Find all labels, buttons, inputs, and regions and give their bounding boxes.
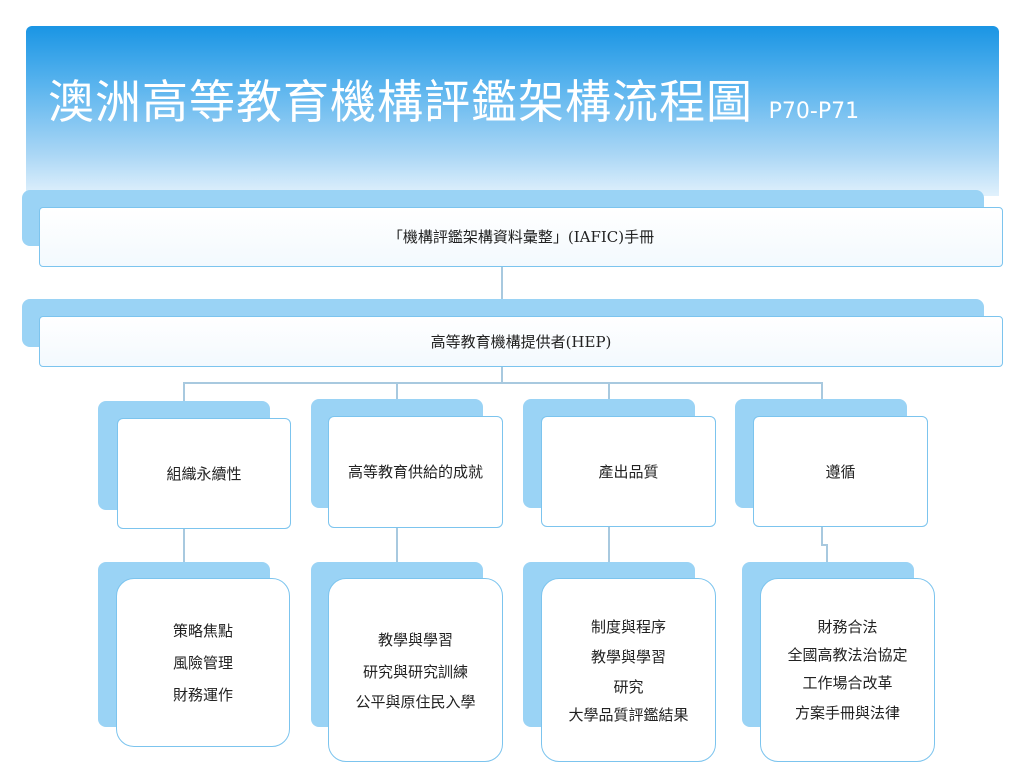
col4-heading-box: 遵循 — [753, 416, 928, 527]
connector-col4 — [821, 382, 823, 400]
col1-heading: 組織永續性 — [166, 464, 242, 483]
col2-item: 教學與學習 — [377, 631, 453, 649]
col4-item: 工作場合改革 — [802, 674, 893, 692]
col2-heading-box: 高等教育供給的成就 — [328, 416, 503, 528]
iafic-manual-label: 「機構評鑑架構資料彙整」(IAFIC)手冊 — [387, 228, 655, 246]
title-main: 澳洲高等教育機構評鑑架構流程圖 — [48, 75, 753, 129]
col3-heading: 產出品質 — [598, 462, 659, 481]
connector-horizontal-bus — [183, 382, 823, 384]
connector-top-hep — [501, 266, 503, 318]
col2-heading: 高等教育供給的成就 — [347, 463, 483, 481]
connector-col2 — [396, 382, 398, 400]
title-page-ref: P70-P71 — [768, 99, 860, 124]
col2-items-box: 教學與學習 研究與研究訓練 公平與原住民入學 — [328, 578, 503, 762]
connector-col1-lower — [183, 528, 185, 562]
connector-col2-lower — [396, 527, 398, 562]
col3-item: 大學品質評鑑結果 — [568, 706, 689, 724]
col2-item: 公平與原住民入學 — [355, 693, 476, 711]
connector-col4-lower2 — [826, 544, 828, 562]
col4-heading: 遵循 — [825, 462, 856, 481]
col4-item: 全國高教法治協定 — [787, 646, 908, 664]
connector-col1 — [183, 382, 185, 402]
connector-col4-lower — [821, 527, 823, 545]
col3-items-box: 制度與程序 教學與學習 研究 大學品質評鑑結果 — [541, 578, 716, 762]
col3-heading-box: 產出品質 — [541, 416, 716, 527]
col4-item: 方案手冊與法律 — [794, 704, 900, 722]
col4-items-box: 財務合法 全國高教法治協定 工作場合改革 方案手冊與法律 — [760, 578, 935, 762]
col1-item: 財務運作 — [172, 685, 233, 704]
connector-col3-lower — [608, 527, 610, 562]
col2-item: 研究與研究訓練 — [362, 663, 468, 681]
col3-item: 研究 — [613, 678, 644, 696]
title-banner — [26, 26, 999, 196]
page-title: 澳洲高等教育機構評鑑架構流程圖 P70-P71 — [48, 72, 859, 142]
connector-col3 — [608, 382, 610, 400]
hep-label: 高等教育機構提供者(HEP) — [430, 332, 612, 351]
col3-item: 制度與程序 — [590, 618, 666, 636]
iafic-manual-box: 「機構評鑑架構資料彙整」(IAFIC)手冊 — [39, 207, 1003, 267]
col1-heading-box: 組織永續性 — [117, 418, 291, 529]
connector-hep-trunk — [501, 367, 503, 383]
hep-box: 高等教育機構提供者(HEP) — [39, 316, 1003, 367]
col1-items-box: 策略焦點 風險管理 財務運作 — [116, 578, 290, 747]
col1-item: 策略焦點 — [172, 621, 233, 640]
col4-item: 財務合法 — [817, 618, 878, 636]
connector-col4-elbow — [821, 544, 827, 546]
col3-item: 教學與學習 — [590, 648, 666, 666]
col1-item: 風險管理 — [172, 653, 233, 672]
